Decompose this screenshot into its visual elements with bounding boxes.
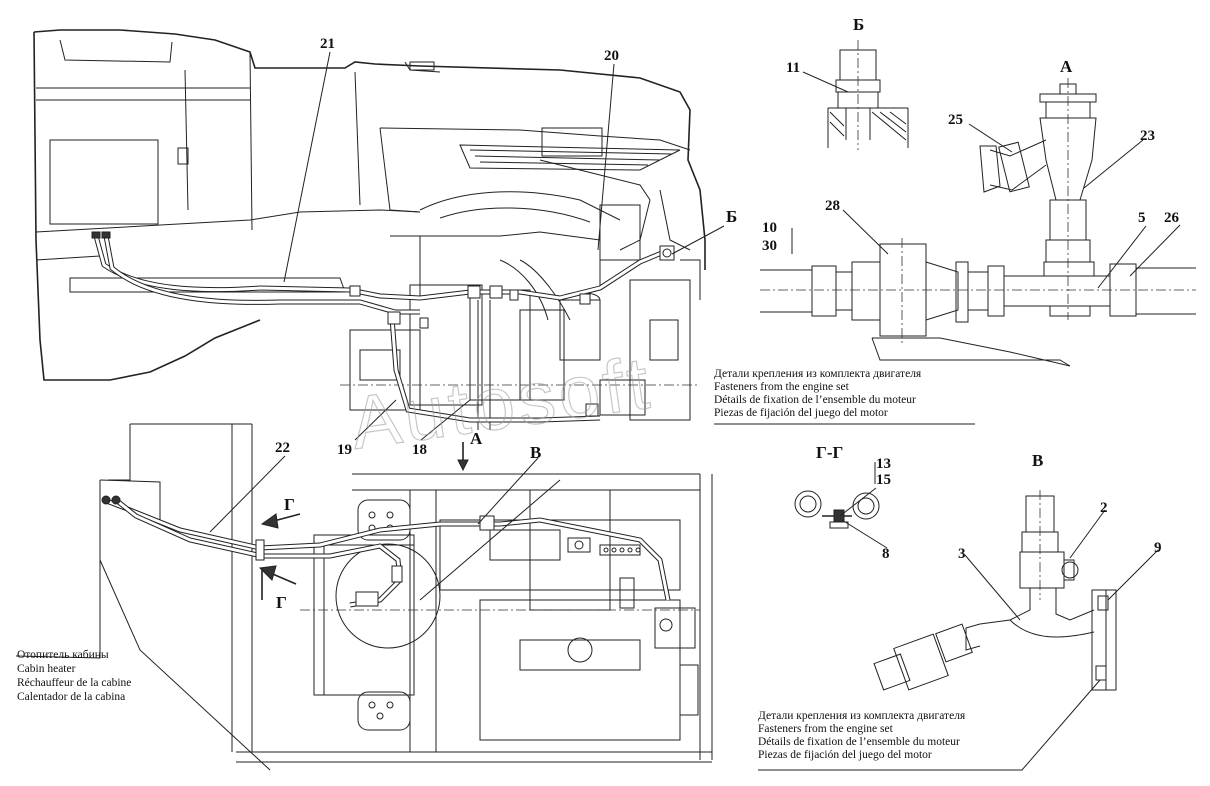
leader-lines <box>15 51 1181 771</box>
note-fasteners-bottom-es: Piezas de fijación del juego del motor <box>758 749 932 761</box>
note-fasteners-bottom-fr: Détails de fixation de l’ensemble du mot… <box>758 736 960 748</box>
callout-13: 13 <box>876 456 891 472</box>
view-labels: Б А Б А В Г-Г В Г Г <box>276 15 1073 612</box>
view-label-b-marker: Б <box>726 207 737 226</box>
top-view-frame <box>99 423 713 771</box>
note-fasteners-top-es: Piezas de fijación del juego del motor <box>714 407 888 419</box>
callout-30: 30 <box>762 238 777 254</box>
view-b-detail <box>827 40 909 150</box>
note-cabin-heater-ru: Отопитель кабины <box>17 649 109 661</box>
callout-25: 25 <box>948 112 963 128</box>
callout-10: 10 <box>762 220 777 236</box>
note-fasteners-top-ru: Детали крепления из комплекта двигателя <box>714 368 922 380</box>
section-arrow-g-2: Г <box>276 593 287 612</box>
view-label-v: В <box>1032 451 1043 470</box>
callout-21: 21 <box>320 36 335 52</box>
watermark: Autosoft <box>346 340 658 464</box>
view-arrow-v: В <box>530 443 541 462</box>
view-arrow-a: А <box>470 429 483 448</box>
callout-8: 8 <box>882 546 890 562</box>
callout-5: 5 <box>1138 210 1146 226</box>
pipe-assembly <box>760 238 1196 367</box>
view-label-b: Б <box>853 15 864 34</box>
section-g-g <box>794 490 880 529</box>
note-fasteners-bottom-en: Fasteners from the engine set <box>758 723 894 735</box>
view-label-a: А <box>1060 57 1073 76</box>
callout-28: 28 <box>825 198 840 214</box>
view-a-detail <box>979 78 1097 320</box>
callout-18: 18 <box>412 442 427 458</box>
callout-22: 22 <box>275 440 290 456</box>
section-arrow-g-1: Г <box>284 495 295 514</box>
callout-3: 3 <box>958 546 966 562</box>
callout-2: 2 <box>1100 500 1108 516</box>
note-cabin-heater-es: Calentador de la cabina <box>17 691 125 703</box>
callout-9: 9 <box>1154 540 1162 556</box>
note-cabin-heater: Отопитель кабины Cabin heater Réchauffeu… <box>17 649 131 703</box>
callout-numbers: 21 20 19 18 22 11 25 23 10 30 28 5 26 13… <box>275 36 1180 562</box>
callout-15: 15 <box>876 472 891 488</box>
note-fasteners-top-fr: Détails de fixation de l’ensemble du mot… <box>714 394 916 406</box>
note-fasteners-top: Детали крепления из комплекта двигателя … <box>714 368 922 419</box>
callout-26: 26 <box>1164 210 1180 226</box>
side-view-cab <box>33 29 706 430</box>
section-label-g-g: Г-Г <box>816 443 843 462</box>
note-fasteners-bottom: Детали крепления из комплекта двигателя … <box>758 710 966 761</box>
callout-11: 11 <box>786 60 800 76</box>
callout-20: 20 <box>604 48 619 64</box>
note-cabin-heater-fr: Réchauffeur de la cabine <box>17 677 131 689</box>
view-v-valve <box>873 490 1117 691</box>
note-fasteners-top-en: Fasteners from the engine set <box>714 381 850 393</box>
callout-19: 19 <box>337 442 352 458</box>
callout-23: 23 <box>1140 128 1155 144</box>
note-fasteners-bottom-ru: Детали крепления из комплекта двигателя <box>758 710 966 722</box>
note-cabin-heater-en: Cabin heater <box>17 663 76 675</box>
